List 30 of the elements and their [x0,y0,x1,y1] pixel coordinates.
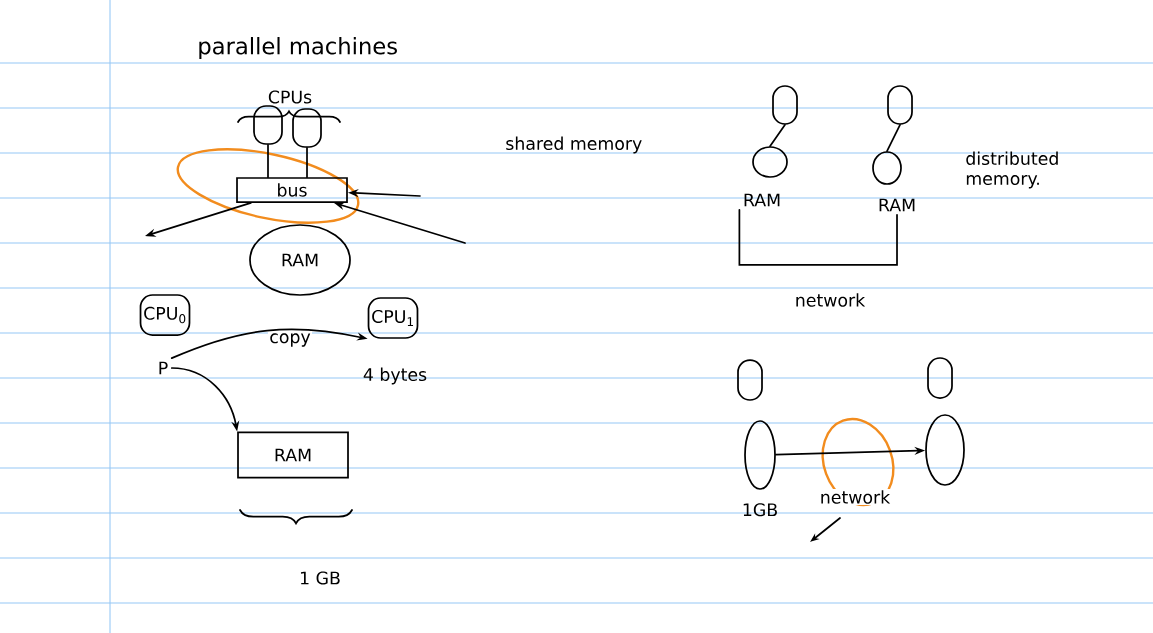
processor-shape [253,105,283,145]
processor-shape [887,85,913,125]
memory-circle [752,146,788,178]
note-text: CPUs [268,90,312,104]
memory-circle [744,420,776,490]
note-text: distributed memory. [966,151,1058,189]
node-label: RAM [879,198,915,212]
note-text: shared memory [506,136,642,154]
connector-line [769,124,786,147]
node-label: RAM [744,193,780,207]
memory-circle [872,151,902,185]
bus-box: bus [236,177,348,203]
processor-shape [927,357,953,399]
connector-line [886,124,901,152]
edge-label: network [793,291,867,309]
edge-label: network [818,488,892,506]
note-text: 1 GB [301,571,340,585]
processor-shape [772,85,798,125]
connector-line [306,147,308,178]
processor-shape [292,108,322,148]
connector-line [267,144,269,178]
edge-label: copy [268,332,313,348]
note-text: 4 bytes [363,367,427,385]
node-caption: 1GB [743,503,777,517]
connector-line [738,209,898,266]
title: parallel machines [199,37,397,59]
memory-box: RAM [237,431,349,479]
memory-circle [925,414,965,486]
node-label: P [159,361,168,375]
processor-shape [737,359,763,401]
